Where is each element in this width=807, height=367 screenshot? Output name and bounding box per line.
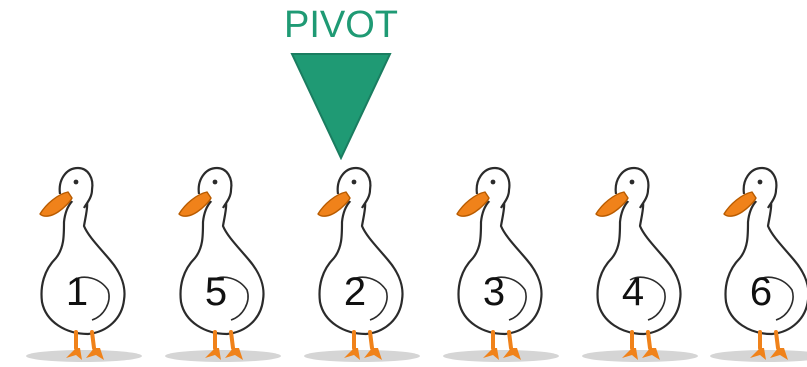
duck-number: 6 — [749, 270, 773, 314]
pivot-arrow-icon — [290, 53, 392, 160]
duck-icon — [443, 166, 559, 362]
pivot-label: PIVOT — [283, 4, 399, 46]
duck-5: 4 — [578, 162, 708, 364]
duck-4: 3 — [439, 162, 569, 364]
duck-icon — [26, 166, 142, 362]
duck-6: 6 — [706, 162, 807, 364]
duck-number: 1 — [65, 270, 89, 314]
duck-number: 2 — [343, 270, 367, 314]
duck-number: 4 — [621, 270, 645, 314]
duck-icon — [304, 166, 420, 362]
duck-number: 5 — [204, 270, 228, 314]
duck-2: 5 — [161, 162, 291, 364]
duck-icon — [165, 166, 281, 362]
duck-3-pivot: 2 — [300, 162, 430, 364]
duck-icon — [710, 166, 807, 362]
duck-icon — [582, 166, 698, 362]
duck-1: 1 — [22, 162, 152, 364]
duck-number: 3 — [482, 270, 506, 314]
